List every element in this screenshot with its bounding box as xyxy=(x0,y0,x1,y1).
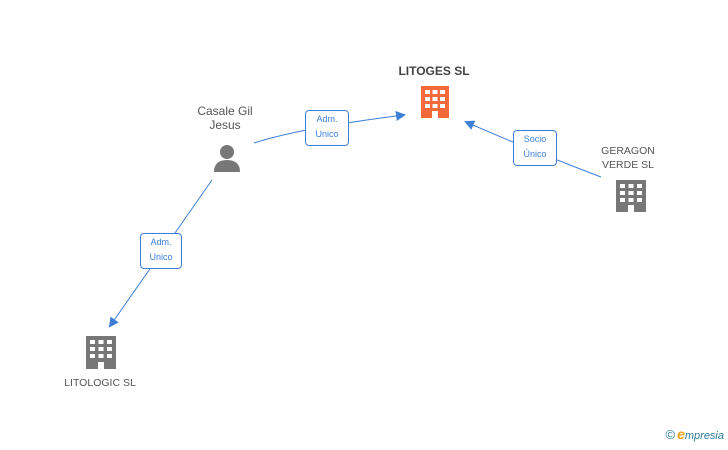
node-label-casale[interactable]: Casale Gil Jesus xyxy=(180,104,270,132)
node-label-geragon-line1: GERAGON xyxy=(601,145,655,157)
empresia-logo: ©empresia xyxy=(665,426,724,442)
copyright-icon: © xyxy=(665,427,676,442)
person-icon xyxy=(214,145,240,172)
edge-label-line2: Unico xyxy=(149,252,173,262)
brand-name: mpresia xyxy=(684,430,724,442)
edge-label-line2: Único xyxy=(523,149,547,159)
edge-label-line1: Adm. xyxy=(316,114,338,124)
edge-label-line2: Unico xyxy=(315,129,339,139)
node-label-litologic[interactable]: LITOLOGIC SL xyxy=(64,377,136,389)
node-label-geragon-line2: VERDE SL xyxy=(602,159,654,171)
node-label-litoges[interactable]: LITOGES SL xyxy=(398,64,470,78)
node-label-casale-line1: Casale Gil xyxy=(197,104,253,118)
building-icon xyxy=(616,180,646,212)
brand-initial: e xyxy=(677,426,685,442)
edge-label-casale-litologic: Adm. Unico xyxy=(140,233,182,269)
edge-label-line1: Adm. xyxy=(150,237,172,247)
node-label-casale-line2: Jesus xyxy=(209,118,241,132)
building-icon xyxy=(86,336,116,369)
building-icon xyxy=(421,86,449,118)
edge-label-casale-litoges: Adm. Unico xyxy=(305,110,349,146)
edge-label-line1: Socio xyxy=(523,134,547,144)
node-label-geragon[interactable]: GERAGON VERDE SL xyxy=(590,144,666,172)
edge-label-geragon-litoges: Socio Único xyxy=(513,130,557,166)
